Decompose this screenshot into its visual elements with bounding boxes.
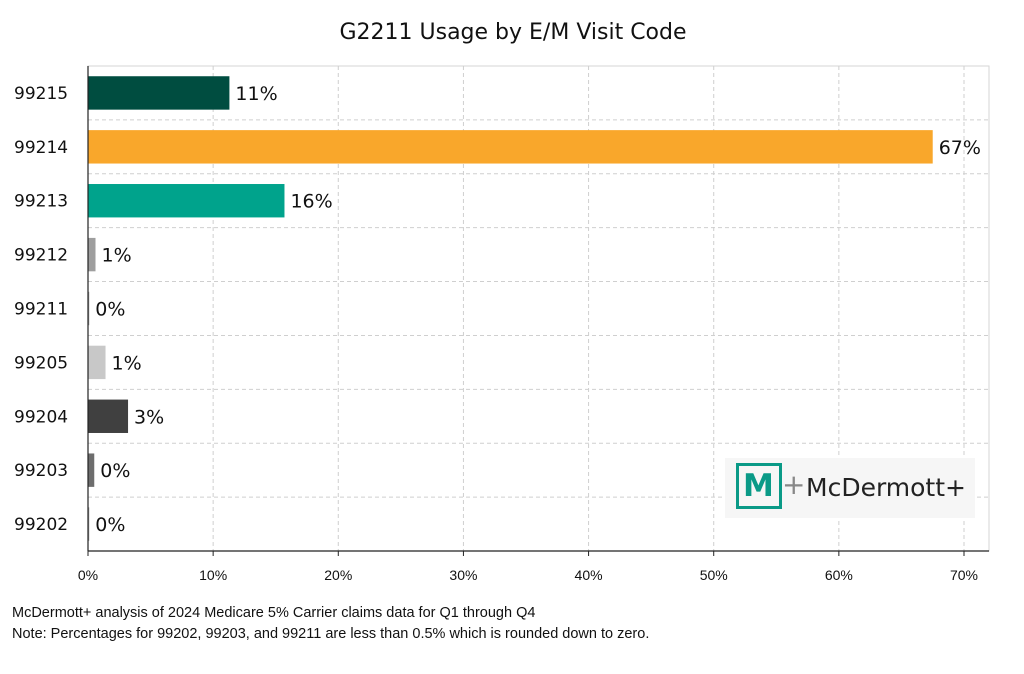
category-label: 99202 bbox=[14, 515, 68, 535]
x-tick-label: 30% bbox=[449, 567, 477, 583]
category-label: 99214 bbox=[14, 138, 68, 158]
bar-99211 bbox=[88, 291, 90, 326]
x-tick-label: 60% bbox=[825, 567, 853, 583]
data-label: 0% bbox=[95, 514, 125, 536]
bar-chart: G2211 Usage by E/M Visit Code 11%67%16%1… bbox=[14, 20, 990, 583]
rounding-note: Note: Percentages for 99202, 99203, and … bbox=[12, 626, 650, 642]
logo-wordmark: McDermott+ bbox=[806, 473, 966, 502]
bar-99203 bbox=[88, 453, 95, 487]
data-label: 0% bbox=[95, 299, 125, 321]
bar-99212 bbox=[88, 237, 96, 272]
category-label: 99212 bbox=[14, 246, 68, 266]
data-label: 11% bbox=[235, 83, 277, 105]
category-label: 99215 bbox=[14, 84, 68, 104]
bar-99215 bbox=[88, 76, 230, 110]
data-label: 3% bbox=[134, 406, 164, 428]
data-label: 16% bbox=[290, 191, 332, 213]
x-tick-label: 50% bbox=[700, 567, 728, 583]
category-label: 99203 bbox=[14, 461, 68, 481]
bar-99214 bbox=[88, 130, 933, 164]
x-tick-label: 10% bbox=[199, 567, 227, 583]
mcdermott-logo: M + McDermott+ bbox=[725, 458, 975, 518]
footnotes: McDermott+ analysis of 2024 Medicare 5% … bbox=[12, 603, 649, 645]
category-label: 99213 bbox=[14, 192, 68, 212]
bar-layer: 11% 67% 16% 1% 0% 1% 3% 0% 0% bbox=[88, 76, 981, 541]
logo-mark-letter: M bbox=[743, 468, 774, 504]
bar-99204 bbox=[88, 399, 129, 433]
logo-mark-box: M bbox=[736, 463, 782, 509]
source-note: McDermott+ analysis of 2024 Medicare 5% … bbox=[12, 605, 536, 621]
category-label: 99204 bbox=[14, 407, 68, 427]
bar-99205 bbox=[88, 345, 106, 380]
bar-99202 bbox=[88, 507, 90, 541]
axis-layer: 0% 10% 20% 30% 40% 50% 60% 70% 99215 99214 99213 99… bbox=[14, 66, 989, 583]
category-label: 99205 bbox=[14, 353, 68, 373]
x-tick-label: 70% bbox=[950, 567, 978, 583]
data-label: 67% bbox=[939, 137, 981, 159]
category-label: 99211 bbox=[14, 300, 68, 320]
x-tick-label: 0% bbox=[78, 567, 98, 583]
data-label: 0% bbox=[100, 460, 130, 482]
chart-title: G2211 Usage by E/M Visit Code bbox=[339, 20, 686, 45]
x-tick-label: 20% bbox=[324, 567, 352, 583]
logo-plus-sign: + bbox=[782, 468, 806, 501]
bar-99213 bbox=[88, 184, 285, 218]
data-label: 1% bbox=[112, 352, 142, 374]
x-tick-label: 40% bbox=[575, 567, 603, 583]
data-label: 1% bbox=[102, 245, 132, 267]
